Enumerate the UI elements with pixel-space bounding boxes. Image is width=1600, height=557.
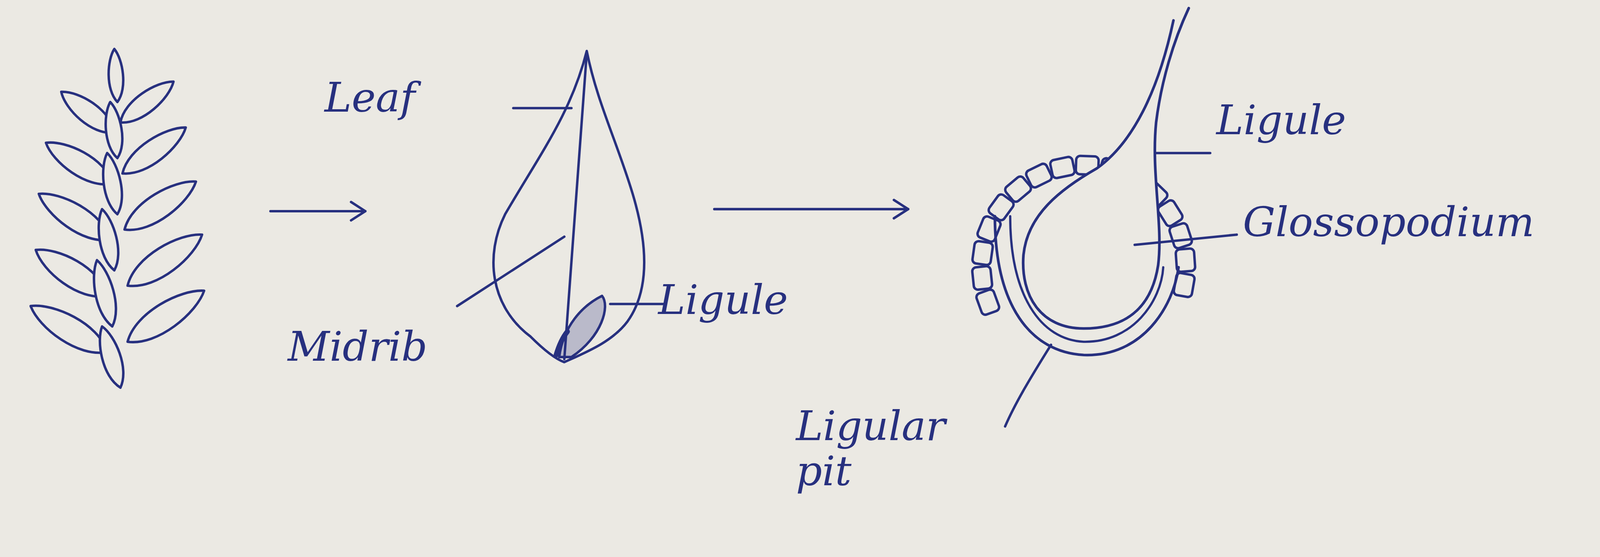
part-label: Ligule — [658, 277, 863, 323]
leader-line — [1156, 151, 1211, 155]
sporophyll — [122, 127, 186, 174]
pit-cell — [971, 240, 994, 266]
pit-cell — [1049, 156, 1076, 179]
leaf-figure — [457, 51, 666, 363]
sporophyll — [108, 48, 123, 102]
sporophyll — [120, 81, 174, 123]
sporophyll — [105, 101, 123, 159]
ink-drawing — [30, 8, 1237, 427]
sporophyll — [98, 209, 119, 271]
pit-cell — [1168, 222, 1194, 250]
leader-line — [610, 302, 666, 306]
pit-cell — [975, 288, 1001, 317]
pit-cell — [971, 266, 993, 291]
ligule-figure — [971, 8, 1237, 427]
leader-line — [1134, 234, 1237, 245]
pit-cell — [1024, 162, 1053, 189]
ligule-small — [559, 295, 606, 358]
sporophyll — [30, 305, 108, 354]
leader-line — [1004, 345, 1051, 427]
part-label: Midrib — [287, 324, 492, 370]
sporophyll — [127, 234, 202, 287]
part-label: Ligular pit — [795, 403, 990, 494]
sporophyll — [99, 326, 124, 388]
process-label: Leaf — [324, 75, 529, 121]
sporophyll — [124, 181, 196, 230]
ligule-outline — [1023, 8, 1189, 329]
strobilus — [30, 48, 204, 388]
process-arrow — [270, 201, 366, 221]
sporophyll — [127, 290, 204, 343]
part-label: Ligule — [1216, 97, 1441, 143]
process-arrow — [714, 199, 909, 219]
leader-line — [513, 106, 572, 110]
sporophyll — [103, 153, 123, 215]
part-label: Glossopodium — [1242, 199, 1590, 245]
leader-line — [457, 236, 565, 306]
